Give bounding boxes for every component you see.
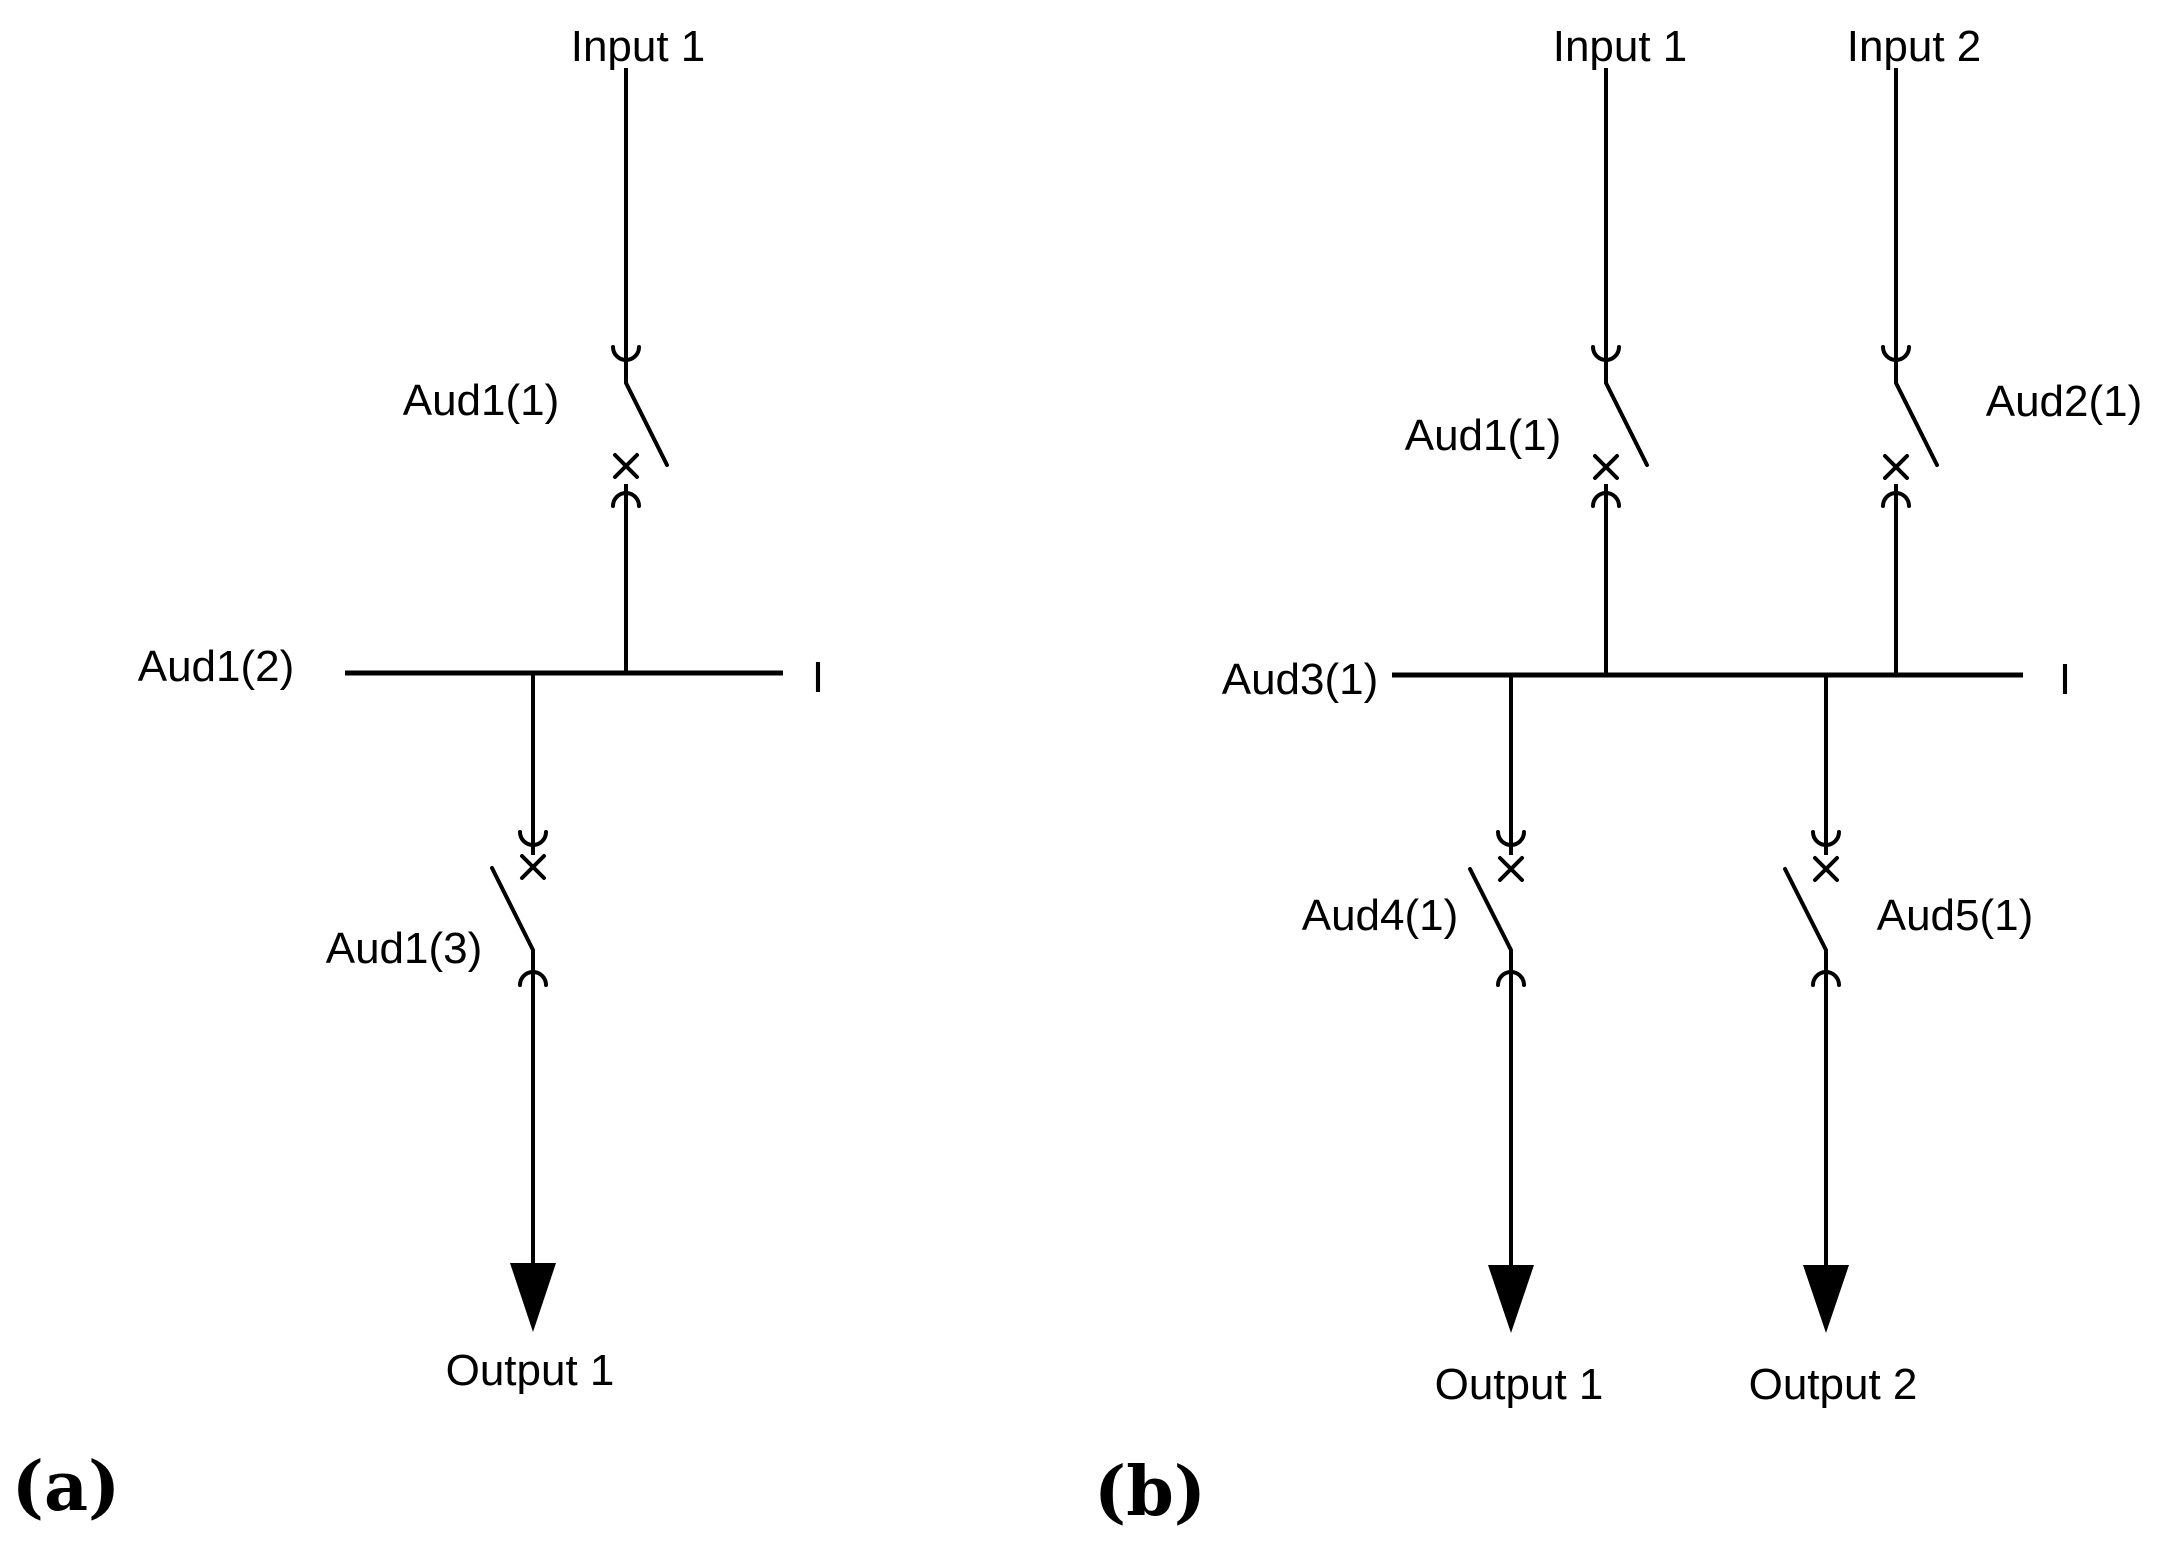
switch-blade xyxy=(1894,381,1939,467)
switch-blade xyxy=(624,381,669,467)
drawout-contact-arc-top xyxy=(1881,345,1911,362)
panel-b-output2-breaker-label: Aud5(1) xyxy=(1877,891,2034,940)
panel-a-input-label: Input 1 xyxy=(571,22,706,71)
panel-a: Input 1 Aud1(1) Aud1(2) I Aud1(3) Output… xyxy=(12,22,824,1527)
panel-b-output1-breaker xyxy=(1468,675,1526,1265)
panel-a-output-breaker-label: Aud1(3) xyxy=(326,924,483,973)
drawout-contact-arc-top xyxy=(1591,345,1621,362)
panel-b-input1-breaker xyxy=(1591,68,1649,675)
panel-b-input1-label: Input 1 xyxy=(1553,22,1688,71)
panel-a-busbar-label: Aud1(2) xyxy=(138,642,295,691)
panel-b: Input 1 Input 2 Aud1(1) Aud2(1) Aud3(1) … xyxy=(1094,22,2142,1532)
switch-blade xyxy=(1604,381,1649,467)
drawout-contact-arc-top xyxy=(1811,830,1841,847)
switch-blade xyxy=(1468,867,1513,952)
breaker-cross xyxy=(613,453,639,479)
panel-b-output1-label: Output 1 xyxy=(1435,1360,1604,1409)
panel-b-output1-breaker-label: Aud4(1) xyxy=(1302,891,1459,940)
breaker-cross xyxy=(1498,856,1524,882)
panel-b-output2-breaker xyxy=(1783,675,1841,1265)
switch-blade xyxy=(490,866,535,952)
panel-b-busbar-label: Aud3(1) xyxy=(1222,655,1379,704)
breaker-cross xyxy=(520,854,546,880)
panel-a-input-breaker xyxy=(611,68,669,673)
drawout-contact-arc-top xyxy=(611,345,641,362)
panel-b-output2-label: Output 2 xyxy=(1749,1360,1918,1409)
panel-b-busbar-terminal-label: I xyxy=(2059,655,2071,704)
panel-b-input2-breaker xyxy=(1881,68,1939,675)
breaker-cross xyxy=(1593,454,1619,480)
panel-a-busbar-terminal-label: I xyxy=(812,653,824,702)
output-arrowhead xyxy=(510,1263,556,1332)
switch-blade xyxy=(1783,867,1828,952)
panel-b-tag: (b) xyxy=(1094,1452,1206,1532)
panel-a-tag: (a) xyxy=(12,1447,120,1527)
panel-a-output-label: Output 1 xyxy=(446,1346,615,1395)
panel-a-input-breaker-label: Aud1(1) xyxy=(403,376,560,425)
output1-arrowhead xyxy=(1488,1265,1534,1333)
panel-b-input2-label: Input 2 xyxy=(1847,22,1982,71)
panel-b-input1-breaker-label: Aud1(1) xyxy=(1405,411,1562,460)
breaker-cross xyxy=(1813,856,1839,882)
breaker-cross xyxy=(1883,454,1909,480)
drawout-contact-arc-top xyxy=(518,830,548,847)
drawout-contact-arc-top xyxy=(1496,830,1526,847)
output2-arrowhead xyxy=(1803,1265,1849,1333)
panel-b-input2-breaker-label: Aud2(1) xyxy=(1986,377,2143,426)
panel-a-output-breaker xyxy=(490,673,548,1263)
